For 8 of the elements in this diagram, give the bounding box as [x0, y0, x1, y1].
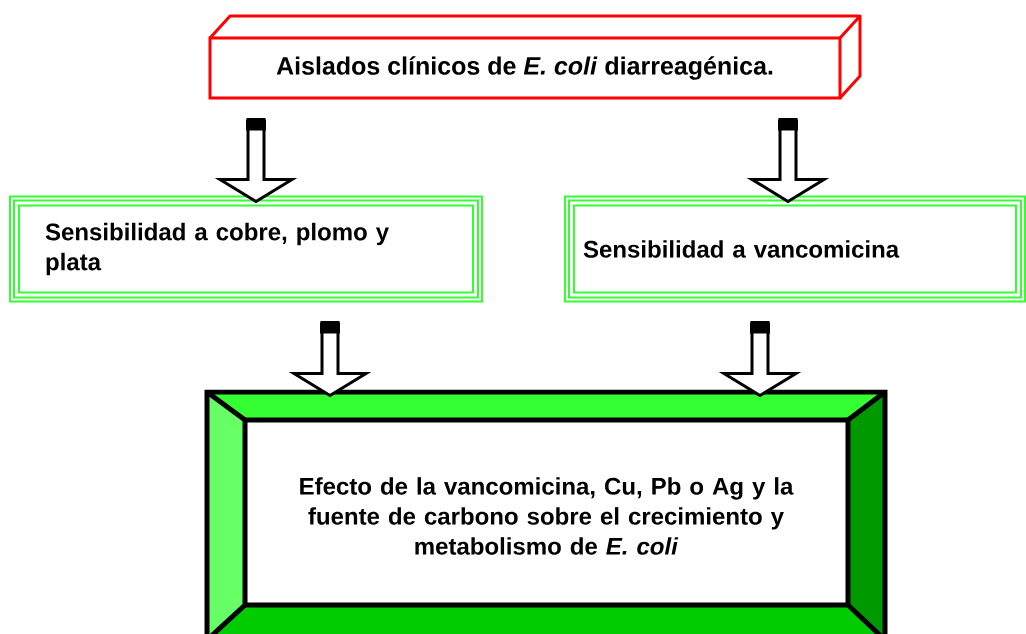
framed-box: Sensibilidad a cobre, plomo y plata	[9, 195, 483, 303]
framed-box: Sensibilidad a vancomicina	[564, 195, 1026, 303]
block-arrow	[746, 118, 830, 204]
block-arrow	[718, 321, 802, 398]
bevel-box: Efecto de la vancomicina, Cu, Pb o Ag y la fuente de carbono sobre el crecimiento y metabolismo de E. coli	[204, 389, 888, 634]
block-arrow	[214, 118, 298, 204]
box-3d: Aislados clínicos de E. coli diarreagénica.	[208, 14, 862, 100]
block-arrow	[288, 321, 372, 398]
